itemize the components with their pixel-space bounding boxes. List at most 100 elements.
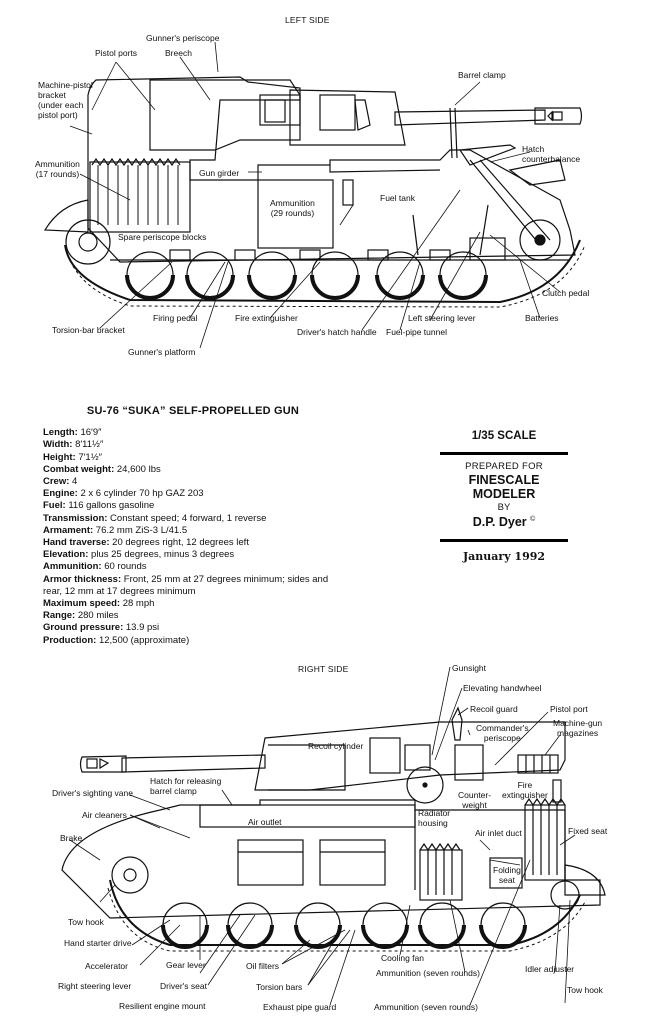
- spec-value: plus 25 degrees, minus 3 degrees: [88, 549, 235, 561]
- spec-value: Front, 25 mm at 27 degrees minimum; side…: [43, 573, 329, 597]
- label-hand-starter-drive: Hand starter drive: [64, 938, 132, 948]
- spec-value: 280 miles: [75, 610, 119, 622]
- left-track: [64, 239, 581, 304]
- spec-value: 28 mph: [120, 598, 155, 610]
- divider-top: [440, 452, 568, 455]
- label-torsion-bars: Torsion bars: [256, 982, 303, 992]
- spec-value: 24,600 lbs: [114, 463, 161, 475]
- spec-key: Combat weight:: [43, 463, 115, 475]
- label-drivers-sighting-vane: Driver's sighting vane: [52, 788, 133, 798]
- label-elevating-handwheel: Elevating handwheel: [463, 683, 542, 693]
- credit-block: 1/35 SCALE PREPARED FOR FINESCALE MODELE…: [440, 430, 568, 563]
- spec-value: 7′1½″: [75, 451, 102, 463]
- by-label: BY: [497, 502, 511, 513]
- label-clutch-pedal: Clutch pedal: [542, 288, 590, 298]
- label-hatch-releasing-barrel-clamp: Hatch for releasing barrel clamp: [150, 776, 222, 796]
- spec-key: Width:: [43, 439, 73, 451]
- label-left-steering-lever: Left steering lever: [408, 313, 476, 323]
- label-tow-hook-front: Tow hook: [68, 917, 104, 927]
- label-torsion-bar-bracket: Torsion-bar bracket: [52, 325, 125, 335]
- spec-key: Hand traverse:: [43, 537, 110, 549]
- magazine-name: FINESCALE MODELER: [468, 473, 540, 501]
- spec-key: Production:: [43, 634, 97, 646]
- label-ammunition-29: Ammunition (29 rounds): [270, 198, 315, 218]
- spec-value: Constant speed; 4 forward, 1 reverse: [107, 512, 267, 524]
- right-track: [109, 879, 581, 946]
- label-gunners-platform: Gunner's platform: [128, 347, 196, 357]
- spec-row: Hand traverse: 20 degrees right, 12 degr…: [43, 537, 343, 549]
- label-idler-adjuster: Idler adjuster: [525, 964, 575, 974]
- spec-key: Length:: [43, 427, 78, 439]
- label-barrel-clamp: Barrel clamp: [458, 70, 506, 80]
- author-name: D.P. Dyer ©: [472, 515, 536, 529]
- spec-value: 116 gallons gasoline: [65, 500, 155, 512]
- label-pistol-ports: Pistol ports: [95, 48, 138, 58]
- spec-value: 76.2 mm ZiS-3 L/41.5: [93, 524, 188, 536]
- spec-value: 4: [69, 476, 78, 488]
- label-recoil-guard: Recoil guard: [470, 704, 518, 714]
- label-drivers-seat: Driver's seat: [160, 981, 207, 991]
- left-gun-barrel: [394, 109, 546, 126]
- spec-value: 60 rounds: [101, 561, 147, 573]
- divider-bottom: [440, 539, 568, 542]
- spec-value: 13.9 psi: [123, 622, 160, 634]
- label-commanders-periscope: Commander's periscope: [476, 723, 529, 743]
- label-ammunition-seven-2: Ammunition (seven rounds): [374, 1002, 478, 1012]
- label-fuel-tank: Fuel tank: [380, 193, 415, 203]
- spec-key: Armament:: [43, 524, 94, 536]
- label-fuel-pipe-tunnel: Fuel-pipe tunnel: [386, 327, 447, 337]
- spec-value: 20 degrees right, 12 degrees left: [109, 537, 249, 549]
- prepared-for-label: PREPARED FOR: [465, 461, 543, 472]
- label-folding-seat: Folding seat: [493, 865, 521, 885]
- label-hatch-counterbalance: Hatch counterbalance: [522, 144, 581, 164]
- specs-title: SU-76 “SUKA” SELF-PROPELLED GUN: [86, 405, 300, 417]
- spec-key: Ammunition:: [43, 561, 102, 573]
- spec-key: Maximum speed:: [43, 598, 121, 610]
- spec-row: Ammunition: 60 rounds: [43, 561, 343, 573]
- date-label: January 1992: [462, 550, 546, 563]
- spec-key: Engine:: [43, 488, 78, 500]
- specifications-block: SU-76 “SUKA” SELF-PROPELLED GUN Length: …: [43, 405, 343, 647]
- label-air-outlet: Air outlet: [248, 817, 282, 827]
- label-batteries: Batteries: [525, 313, 559, 323]
- spec-key: Ground pressure:: [43, 622, 124, 634]
- spec-row: Engine: 2 x 6 cylinder 70 hp GAZ 203: [43, 488, 343, 500]
- scale-label: 1/35 SCALE: [471, 430, 537, 442]
- spec-value: 12,500 (approximate): [96, 634, 190, 646]
- spec-key: Range:: [43, 610, 76, 622]
- label-ammunition-17: Ammunition (17 rounds): [35, 159, 80, 179]
- copyright-mark: ©: [530, 515, 536, 523]
- right-road-wheels: [161, 902, 527, 949]
- right-hull-outline: [61, 799, 601, 919]
- label-cooling-fan: Cooling fan: [381, 953, 425, 963]
- spec-key: Elevation:: [43, 549, 89, 561]
- spec-row: Armor thickness: Front, 25 mm at 27 degr…: [43, 574, 343, 598]
- label-gear-lever: Gear lever: [166, 960, 206, 970]
- spec-row: Length: 16′9″: [43, 427, 343, 439]
- spec-key: Height:: [43, 451, 76, 463]
- spec-value: 16′9″: [77, 427, 102, 439]
- label-pistol-port: Pistol port: [550, 704, 588, 714]
- label-machine-gun-magazines: Machine-gun magazines: [553, 718, 603, 738]
- spec-list: Length: 16′9″Width: 8′11½″Height: 7′1½″C…: [43, 427, 343, 647]
- spec-row: Height: 7′1½″: [43, 452, 343, 464]
- label-gun-girder: Gun girder: [199, 168, 240, 178]
- label-oil-filters: Oil filters: [246, 961, 280, 971]
- label-brake: Brake: [60, 833, 83, 843]
- spec-row: Maximum speed: 28 mph: [43, 598, 343, 610]
- spec-row: Transmission: Constant speed; 4 forward,…: [43, 513, 343, 525]
- left-road-wheels: [125, 251, 488, 300]
- spec-key: Transmission:: [43, 512, 108, 524]
- label-drivers-hatch-handle: Driver's hatch handle: [297, 327, 377, 337]
- label-radiator-housing: Radiator housing: [418, 808, 451, 828]
- label-counterweight: Counter- weight: [458, 790, 492, 810]
- label-spare-periscope-blocks: Spare periscope blocks: [118, 232, 207, 242]
- spec-row: Combat weight: 24,600 lbs: [43, 464, 343, 476]
- label-exhaust-pipe-guard: Exhaust pipe guard: [263, 1002, 337, 1012]
- spec-row: Ground pressure: 13.9 psi: [43, 622, 343, 634]
- left-side-cutaway-drawing: [43, 41, 586, 349]
- spec-key: Armor thickness:: [43, 573, 122, 585]
- label-ammunition-seven-1: Ammunition (seven rounds): [376, 968, 480, 978]
- spec-row: Fuel: 116 gallons gasoline: [43, 500, 343, 512]
- right-side-title: RIGHT SIDE: [298, 664, 349, 674]
